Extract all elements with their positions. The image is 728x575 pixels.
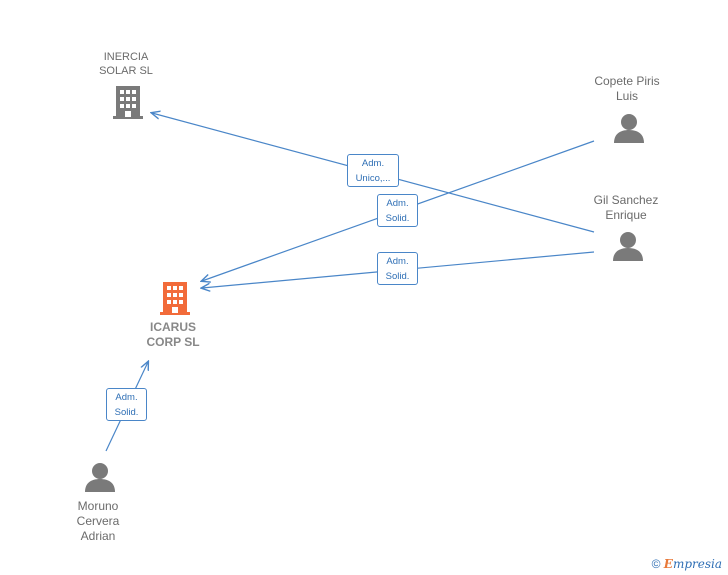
edge-label-gil-inercia[interactable]: Adm. Unico,... xyxy=(347,154,399,187)
edge-label-line2: Solid. xyxy=(385,271,410,282)
inercia-building-icon[interactable] xyxy=(113,86,143,119)
edge-label-copete-icarus[interactable]: Adm. Solid. xyxy=(377,194,418,227)
copyright-symbol: © xyxy=(651,557,661,571)
edge-label-line2: Solid. xyxy=(385,213,410,224)
copyright-mark: © Empresia xyxy=(652,557,722,571)
edge-label-line1: Adm. xyxy=(386,256,409,267)
gil-label[interactable]: Gil Sanchez Enrique xyxy=(593,193,659,222)
icarus-label[interactable]: ICARUS CORP SL xyxy=(146,320,200,349)
empresia-logo-e: E xyxy=(663,557,673,571)
icarus-building-icon[interactable] xyxy=(160,282,190,315)
inercia-label[interactable]: INERCIA SOLAR SL xyxy=(99,51,153,77)
edge-label-gil-icarus[interactable]: Adm. Solid. xyxy=(377,252,418,285)
edge-label-line1: Adm. xyxy=(386,198,409,209)
edge-label-line1: Adm. xyxy=(115,392,138,403)
edge-label-line2: Solid. xyxy=(114,407,139,418)
copete-label[interactable]: Copete Piris Luis xyxy=(594,74,660,103)
empresia-brand: mpresia xyxy=(672,557,722,571)
gil-person-icon[interactable] xyxy=(613,232,643,261)
edge-label-line1: Adm. xyxy=(361,158,385,169)
moruno-label[interactable]: Moruno Cervera Adrian xyxy=(76,499,120,543)
edge-label-line2: Unico,... xyxy=(355,173,391,184)
copete-person-icon[interactable] xyxy=(614,114,644,143)
edge-label-moruno-icarus[interactable]: Adm. Solid. xyxy=(106,388,147,421)
moruno-person-icon[interactable] xyxy=(85,463,115,492)
